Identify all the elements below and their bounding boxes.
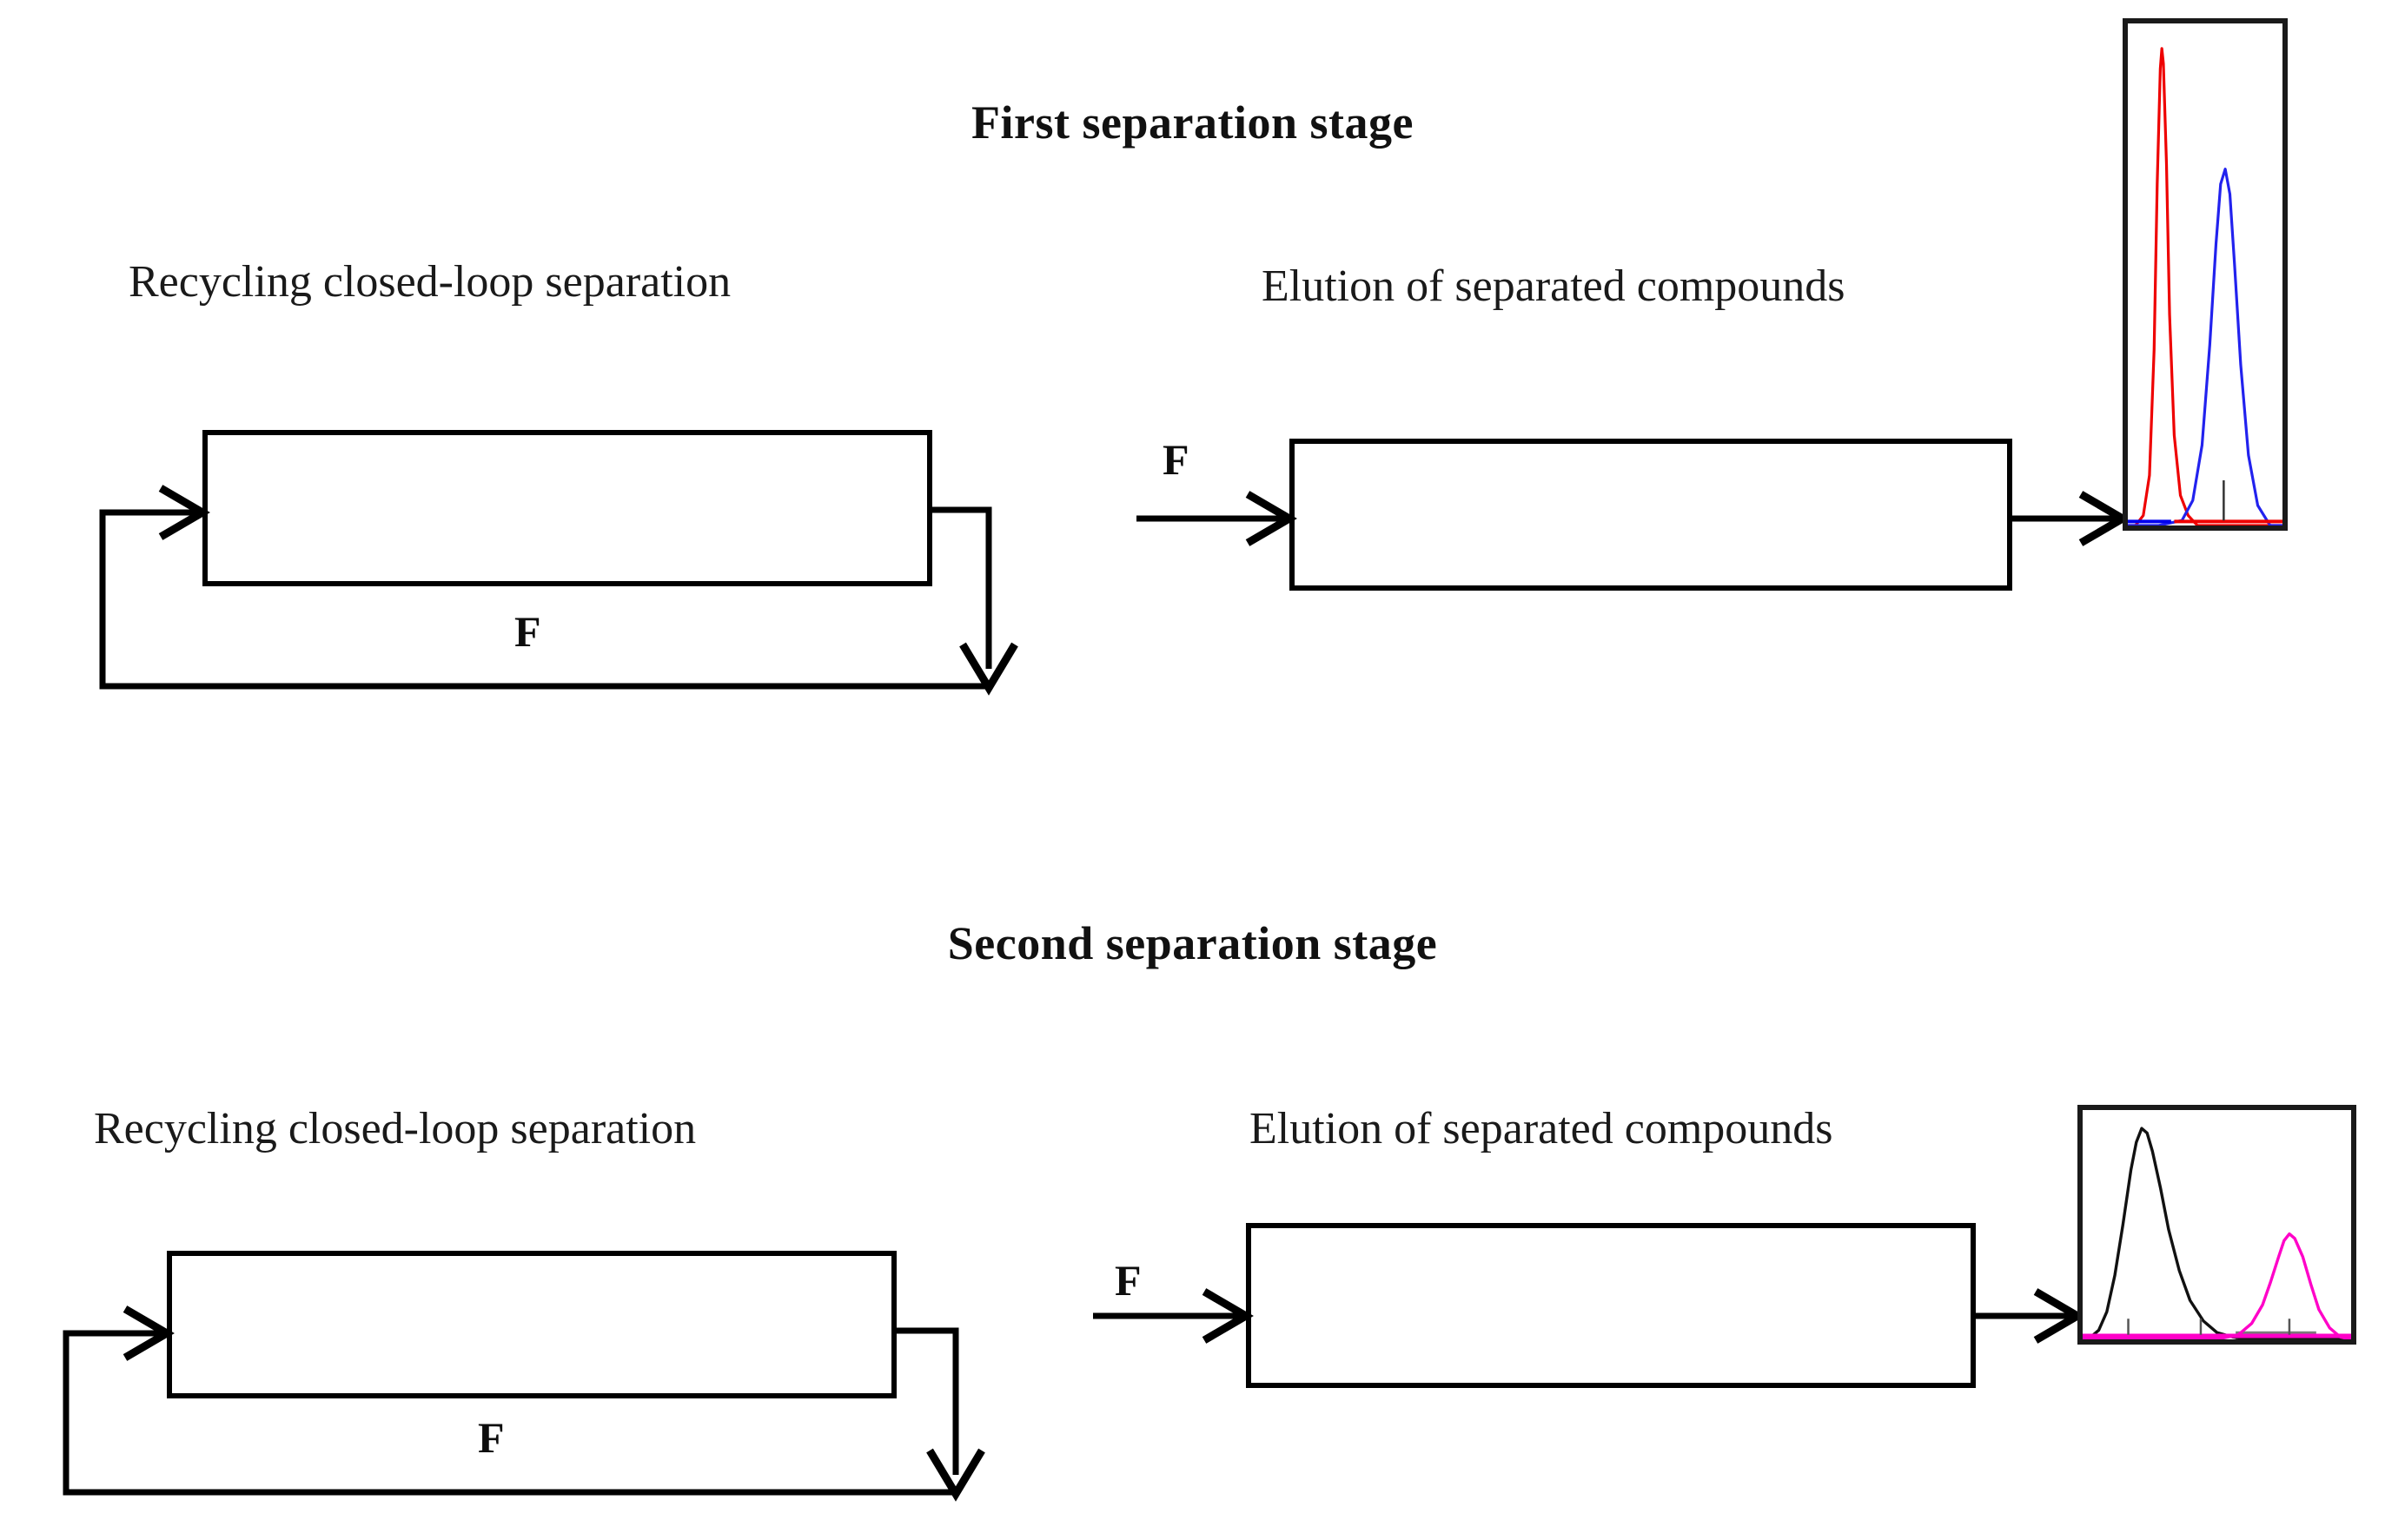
chromatogram-second-stage[interactable] bbox=[2077, 1105, 2356, 1345]
flow-label-elution-second: F bbox=[1115, 1256, 1142, 1305]
stage-title-first: First separation stage bbox=[971, 96, 1414, 149]
stage-second: Second separation stage Recycling closed… bbox=[0, 782, 2385, 1540]
stage-title-second: Second separation stage bbox=[947, 917, 1438, 969]
panel-caption-recycling-second: Recycling closed-loop separation bbox=[94, 1104, 697, 1153]
flow-label-elution-first: F bbox=[1163, 435, 1189, 484]
elution-flow-path-second bbox=[0, 782, 2385, 1540]
trace-compound-a bbox=[2083, 1128, 2351, 1339]
separation-column-elution-first[interactable] bbox=[1289, 439, 2012, 591]
recycle-loop-path-second bbox=[0, 782, 1043, 1540]
trace-compound-b bbox=[2083, 1234, 2351, 1339]
panel-caption-elution-second: Elution of separated compounds bbox=[1249, 1104, 1833, 1153]
separation-column-recycling-first[interactable] bbox=[202, 430, 932, 586]
separation-column-recycling-second[interactable] bbox=[167, 1251, 897, 1398]
flow-label-recycling-first: F bbox=[514, 607, 541, 656]
flow-label-recycling-second: F bbox=[478, 1413, 505, 1462]
trace-compound-2 bbox=[2128, 169, 2282, 525]
trace-compound-1 bbox=[2128, 49, 2282, 525]
panel-caption-recycling-first: Recycling closed-loop separation bbox=[129, 257, 732, 307]
panel-caption-elution-first: Elution of separated compounds bbox=[1262, 261, 1845, 311]
chromatogram-first-stage[interactable] bbox=[2123, 18, 2288, 531]
separation-column-elution-second[interactable] bbox=[1246, 1223, 1976, 1388]
stage-first: First separation stage Recycling closed-… bbox=[99, 18, 2288, 696]
